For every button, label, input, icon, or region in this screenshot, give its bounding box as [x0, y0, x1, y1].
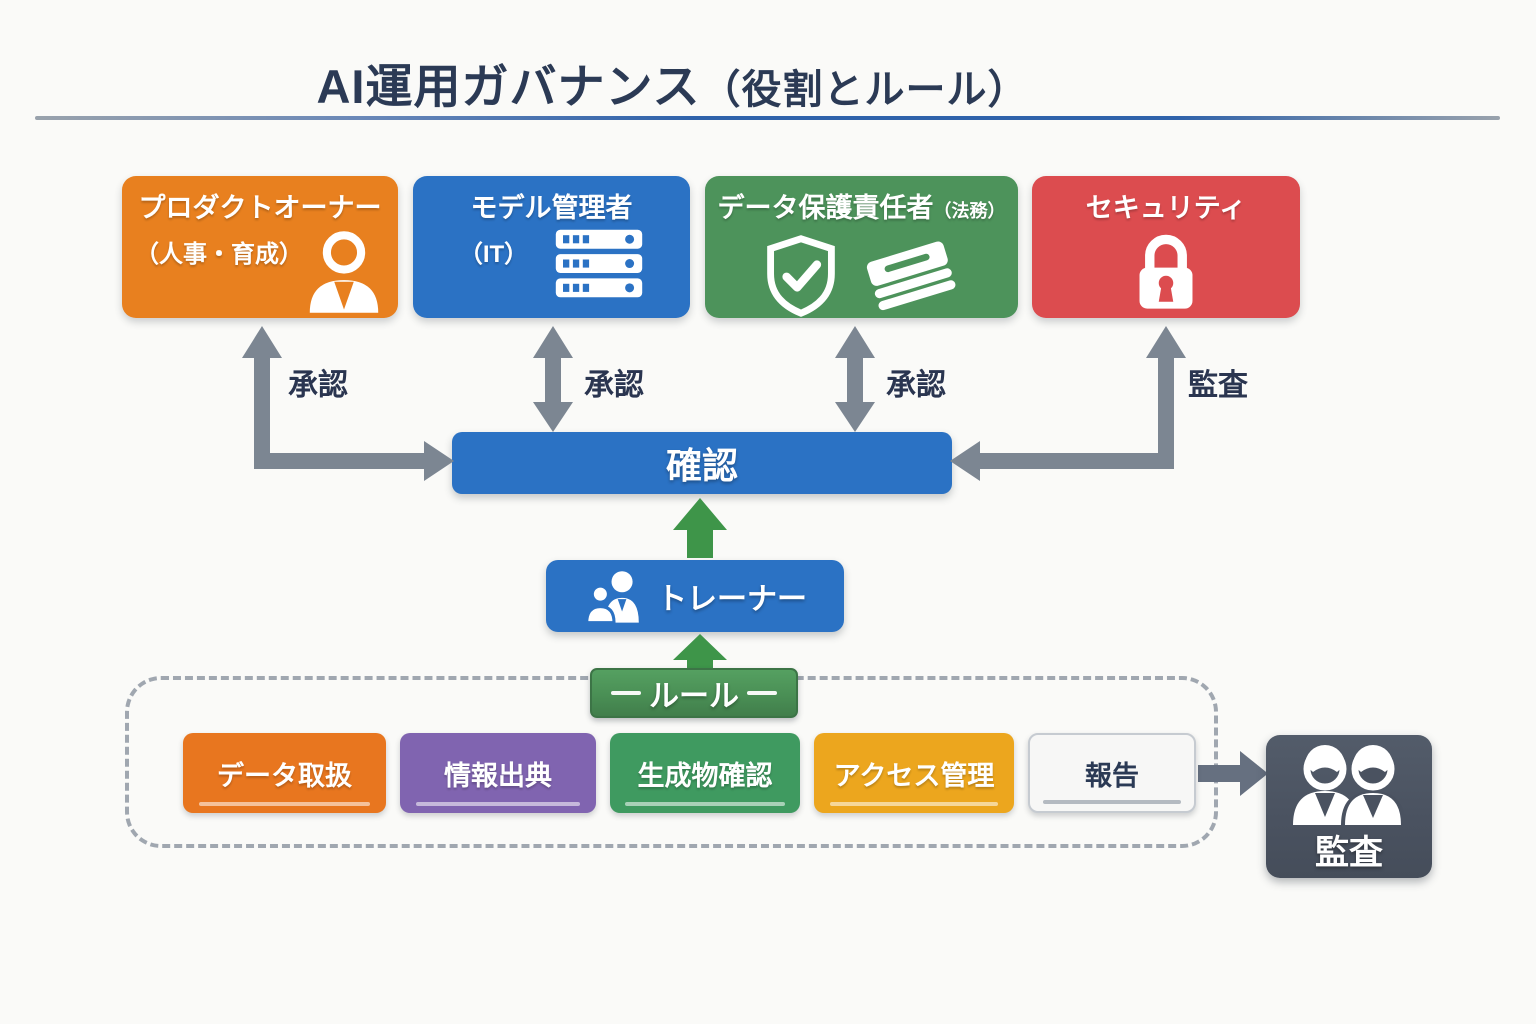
- person-icon: [303, 228, 385, 316]
- trainers-icon: [583, 568, 645, 624]
- role-title: プロダクトオーナー: [138, 193, 382, 223]
- audit-arrow-label: 監査: [1188, 369, 1248, 402]
- rule-item-data-handling: データ取扱: [183, 733, 386, 813]
- approval-arrow-1: [242, 326, 454, 481]
- approval-label-2: 承認: [584, 369, 644, 402]
- rule-box: ルール: [590, 668, 798, 718]
- rule-item-label: 報告: [1085, 760, 1139, 791]
- lock-icon: [1123, 230, 1209, 312]
- rule-item-output-check: 生成物確認: [610, 733, 800, 813]
- books-icon: [861, 234, 961, 314]
- trainer-to-confirm-arrow: [673, 498, 727, 558]
- rule-item-label: 生成物確認: [637, 760, 773, 791]
- rule-item-label: アクセス管理: [833, 760, 995, 791]
- role-box-data-protection-officer: データ保護責任者（法務）: [705, 176, 1018, 318]
- approval-label-3: 承認: [886, 369, 946, 402]
- role-subtitle: （IT）: [458, 240, 529, 268]
- role-title: セキュリティ: [1085, 193, 1247, 223]
- auditors-icon: [1285, 745, 1413, 827]
- confirm-box: 確認: [452, 432, 952, 494]
- approval-arrow-2: [533, 326, 573, 432]
- rule-item-label: データ取扱: [217, 760, 352, 791]
- trainer-label: トレーナー: [657, 583, 807, 616]
- rule-label: ルール: [649, 680, 739, 713]
- shield-check-icon: [763, 234, 839, 318]
- role-title-suffix: （法務）: [933, 201, 1006, 221]
- role-box-security: セキュリティ: [1032, 176, 1300, 318]
- role-title: データ保護責任者（法務）: [705, 192, 1018, 226]
- page-title-paren: （役割とルール）: [700, 68, 1029, 112]
- role-subtitle: （人事・育成）: [135, 240, 303, 268]
- rule-item-report: 報告: [1028, 733, 1196, 813]
- confirm-label: 確認: [665, 445, 738, 486]
- role-box-model-manager: モデル管理者 （IT）: [413, 176, 690, 318]
- page-title-main: AI運用ガバナンス: [316, 60, 701, 113]
- trainer-box: トレーナー: [546, 560, 844, 632]
- role-title-text: データ保護責任者: [717, 193, 934, 223]
- rule-item-access-management: アクセス管理: [814, 733, 1014, 813]
- role-box-product-owner: プロダクトオーナー （人事・育成）: [122, 176, 398, 318]
- title-divider: [35, 116, 1500, 120]
- page-title: AI運用ガバナンス（役割とルール）: [0, 48, 1345, 117]
- audit-arrow: [950, 326, 1186, 481]
- server-icon: [554, 228, 644, 300]
- rule-dash-left: [611, 691, 641, 695]
- audit-label: 監査: [1315, 834, 1383, 872]
- rule-dash-right: [747, 691, 777, 695]
- rule-to-trainer-arrow: [673, 634, 727, 670]
- role-title: モデル管理者: [470, 193, 633, 223]
- rule-item-information-source: 情報出典: [400, 733, 596, 813]
- approval-arrow-3: [835, 326, 875, 432]
- rule-item-label: 情報出典: [444, 760, 552, 791]
- approval-label-1: 承認: [288, 369, 348, 402]
- audit-box: 監査: [1266, 735, 1432, 878]
